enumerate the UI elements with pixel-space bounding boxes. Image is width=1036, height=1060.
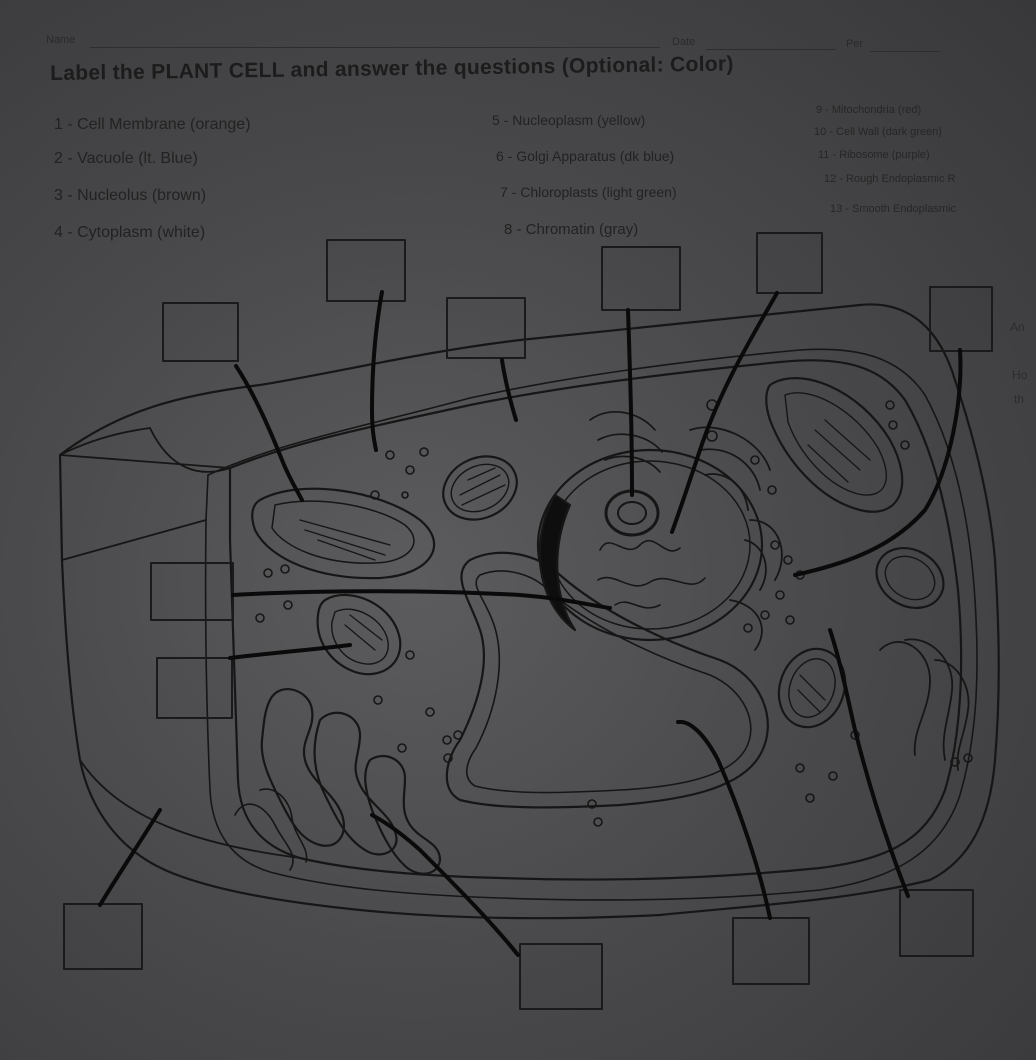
chloroplast-right-small: [875, 546, 945, 610]
pointer-11: [676, 719, 772, 920]
chromatin: [597, 539, 706, 609]
smooth-er: [234, 688, 442, 875]
legend-item-3: 3 - Nucleolus (brown): [54, 187, 207, 204]
pointer-lines: [98, 290, 963, 957]
pointer-7: [231, 589, 612, 610]
label-box-1: [162, 302, 239, 362]
label-box-3: [446, 297, 526, 359]
cell-membrane: [228, 359, 963, 881]
date-line: [706, 49, 836, 50]
legend-item-8: 8 - Chromatin (gray): [504, 221, 639, 238]
name-label: Name: [46, 34, 76, 46]
margin-note-2: Ho: [1012, 368, 1028, 382]
pointer-3: [500, 358, 518, 422]
label-box-4: [601, 246, 681, 311]
legend-item-13: 13 - Smooth Endoplasmic: [830, 203, 956, 215]
label-boxes: [63, 232, 993, 1010]
name-line: [90, 47, 660, 48]
margin-note-1: An: [1010, 320, 1025, 334]
per-line: [870, 51, 940, 52]
pointer-9: [98, 808, 162, 907]
pointer-8: [228, 643, 352, 660]
nucleolus: [604, 489, 660, 537]
legend-item-2: 2 - Vacuole (lt. Blue): [54, 150, 198, 167]
legend-item-11: 11 - Ribosome (purple): [818, 149, 930, 161]
pointer-12: [828, 628, 910, 898]
legend-item-6: 6 - Golgi Apparatus (dk blue): [496, 148, 675, 164]
chloroplast-upper-left: [251, 487, 436, 580]
legend-item-7: 7 - Chloroplasts (light green): [500, 184, 677, 200]
pointer-10: [370, 813, 520, 957]
pointer-1: [234, 364, 304, 502]
pointer-2: [370, 290, 384, 452]
golgi-apparatus: [879, 638, 970, 771]
cell-wall-outer: [58, 303, 1000, 920]
pointer-6: [793, 348, 963, 577]
label-box-5: [756, 232, 823, 294]
nuclear-crescent: [538, 493, 577, 632]
label-box-9: [63, 903, 143, 970]
mitochondrion-lower-right: [777, 647, 847, 729]
legend-item-12: 12 - Rough Endoplasmic R: [824, 173, 956, 185]
legend-item-1: 1 - Cell Membrane (orange): [54, 116, 251, 133]
per-label: Per: [846, 38, 864, 50]
label-box-8: [156, 657, 233, 719]
rough-er: [689, 426, 783, 651]
pointer-5: [670, 291, 779, 534]
legend-item-9: 9 - Mitochondria (red): [816, 104, 922, 116]
legend-item-5: 5 - Nucleoplasm (yellow): [492, 112, 646, 128]
label-box-7: [150, 562, 234, 621]
ribosomes: [255, 399, 973, 827]
legend-item-10: 10 - Cell Wall (dark green): [814, 126, 942, 138]
pointer-4: [626, 308, 634, 497]
nucleus: [536, 448, 764, 642]
margin-note-3: th: [1014, 392, 1025, 406]
date-label: Date: [672, 36, 696, 48]
label-box-2: [326, 239, 406, 302]
label-box-12: [899, 889, 974, 957]
legend-item-4: 4 - Cytoplasm (white): [54, 224, 206, 241]
label-box-11: [732, 917, 810, 985]
label-box-6: [929, 286, 993, 352]
chloroplast-right-large: [765, 376, 904, 513]
mitochondrion-left: [316, 594, 402, 676]
chloroplast-top-center: [442, 455, 518, 521]
label-box-10: [519, 943, 603, 1010]
